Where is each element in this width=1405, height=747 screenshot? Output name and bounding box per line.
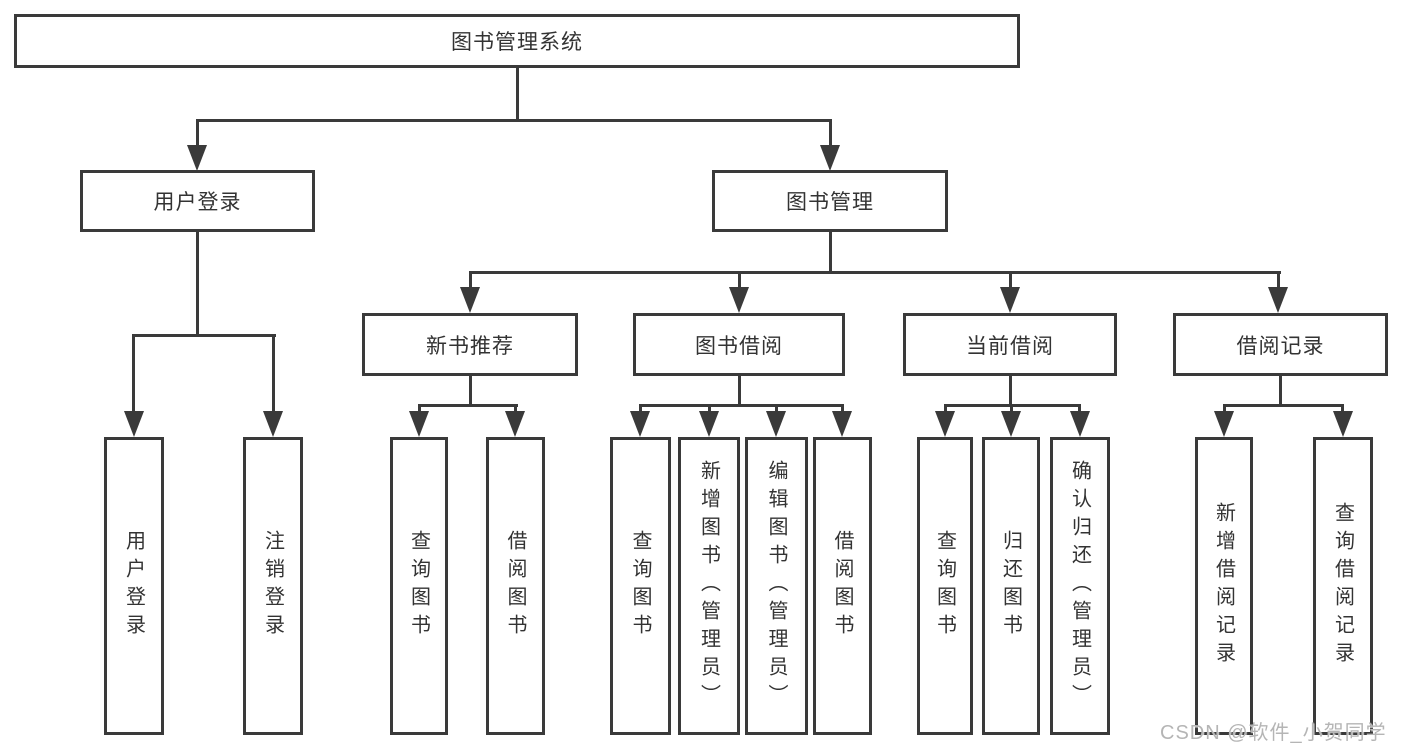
connector-leaf-drop	[132, 334, 135, 412]
arrow-down-icon	[1001, 411, 1021, 437]
connector-leaf-drop	[418, 404, 421, 413]
node-current-borrow-label: 当前借阅	[966, 334, 1054, 358]
node-root: 图书管理系统	[14, 14, 1020, 68]
leaf-label: 确认归还（管理员）	[1068, 460, 1091, 712]
leaf-label: 注销登录	[261, 530, 284, 642]
connector-mgmt-stem	[829, 232, 832, 274]
leaf-query-books-current: 查询图书	[917, 437, 973, 735]
leaf-query-books-recommend: 查询图书	[390, 437, 448, 735]
connector-leaf-drop	[639, 404, 642, 413]
connector-root-rail	[196, 119, 832, 122]
node-current-borrow: 当前借阅	[903, 313, 1117, 376]
connector-l4-rail	[418, 404, 518, 407]
leaf-label: 归还图书	[999, 530, 1022, 642]
node-user-login-label: 用户登录	[153, 191, 242, 214]
connector-leaf-drop	[775, 404, 778, 413]
leaf-label: 查询借阅记录	[1331, 502, 1354, 670]
connector-l4-stem	[738, 376, 741, 407]
connector-l4-stem	[469, 376, 472, 407]
arrow-down-icon	[409, 411, 429, 437]
arrow-down-icon	[935, 411, 955, 437]
connector-l4-rail	[639, 404, 844, 407]
leaf-return-books: 归还图书	[982, 437, 1040, 735]
leaf-user-login: 用户登录	[104, 437, 164, 735]
connector-leaf-drop	[1078, 404, 1081, 413]
leaf-label: 查询图书	[629, 530, 651, 642]
node-new-book-recommend: 新书推荐	[362, 313, 578, 376]
node-book-borrow-label: 图书借阅	[695, 334, 783, 358]
connector-mgmt-rail	[469, 271, 1281, 274]
leaf-confirm-return-admin: 确认归还（管理员）	[1050, 437, 1110, 735]
connector-leaf-drop	[1341, 404, 1344, 413]
arrow-down-icon	[460, 287, 480, 313]
leaf-borrow-books-recommend: 借阅图书	[486, 437, 545, 735]
connector-mgmt-drop	[829, 119, 832, 147]
arrow-down-icon	[1333, 411, 1353, 437]
node-borrow-records-label: 借阅记录	[1236, 334, 1325, 358]
leaf-label: 借阅图书	[831, 530, 853, 642]
leaf-query-borrow-record: 查询借阅记录	[1313, 437, 1373, 735]
node-book-management-label: 图书管理	[786, 191, 874, 214]
connector-leaf-drop	[1010, 404, 1013, 413]
connector-login-rail	[133, 334, 276, 337]
connector-leaf-drop	[514, 404, 517, 413]
leaf-label: 新增借阅记录	[1212, 502, 1235, 670]
connector-l3-drop	[1277, 271, 1280, 290]
leaf-label: 新增图书（管理员）	[697, 460, 720, 712]
leaf-borrow-books: 借阅图书	[813, 437, 872, 735]
connector-leaf-drop	[1223, 404, 1226, 413]
arrow-down-icon	[630, 411, 650, 437]
connector-l3-drop	[1009, 271, 1012, 290]
leaf-label: 查询图书	[933, 530, 956, 642]
node-new-book-recommend-label: 新书推荐	[426, 334, 514, 358]
arrow-down-icon	[124, 411, 144, 437]
arrow-down-icon	[1000, 287, 1020, 313]
arrow-down-icon	[187, 145, 207, 171]
leaf-add-books-admin: 新增图书（管理员）	[678, 437, 740, 735]
connector-leaf-drop	[841, 404, 844, 413]
connector-l4-stem	[1009, 376, 1012, 407]
node-book-management: 图书管理	[712, 170, 948, 232]
arrow-down-icon	[729, 287, 749, 313]
connector-login-drop	[196, 119, 199, 147]
arrow-down-icon	[505, 411, 525, 437]
connector-root-stem	[516, 68, 519, 120]
arrow-down-icon	[766, 411, 786, 437]
node-borrow-records: 借阅记录	[1173, 313, 1388, 376]
node-user-login: 用户登录	[80, 170, 315, 232]
arrow-down-icon	[832, 411, 852, 437]
leaf-label: 查询图书	[407, 530, 430, 642]
arrow-down-icon	[699, 411, 719, 437]
leaf-label: 用户登录	[122, 530, 145, 642]
arrow-down-icon	[1070, 411, 1090, 437]
connector-l4-rail	[1223, 404, 1344, 407]
leaf-query-books-borrow: 查询图书	[610, 437, 671, 735]
leaf-add-borrow-record: 新增借阅记录	[1195, 437, 1253, 735]
connector-leaf-drop	[708, 404, 711, 413]
node-root-label: 图书管理系统	[451, 31, 583, 54]
connector-l3-drop	[738, 271, 741, 290]
leaf-label: 编辑图书（管理员）	[765, 460, 787, 712]
connector-login-stem	[196, 232, 199, 337]
arrow-down-icon	[263, 411, 283, 437]
leaf-label: 借阅图书	[504, 530, 526, 642]
leaf-logout: 注销登录	[243, 437, 303, 735]
node-book-borrow: 图书借阅	[633, 313, 845, 376]
connector-leaf-drop	[272, 334, 275, 412]
watermark: CSDN @软件_小贺同学	[1160, 722, 1387, 744]
leaf-edit-books-admin: 编辑图书（管理员）	[745, 437, 808, 735]
arrow-down-icon	[820, 145, 840, 171]
connector-l4-stem	[1279, 376, 1282, 407]
connector-leaf-drop	[944, 404, 947, 413]
connector-l3-drop	[469, 271, 472, 290]
arrow-down-icon	[1268, 287, 1288, 313]
arrow-down-icon	[1214, 411, 1234, 437]
